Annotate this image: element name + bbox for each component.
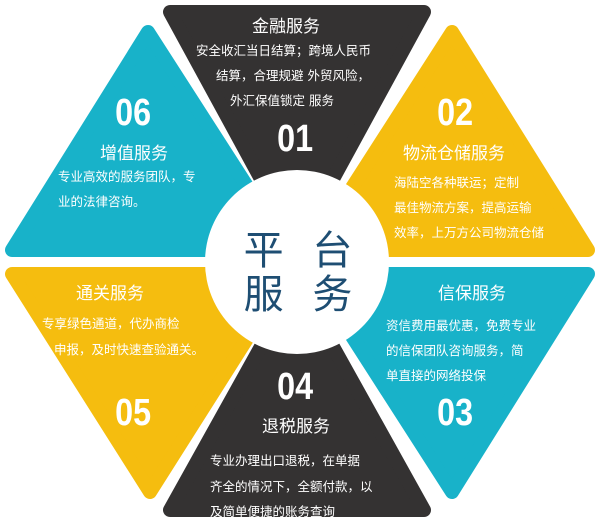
segment-05-desc-1: 专享绿色通道，代办商检 bbox=[42, 316, 180, 331]
segment-01-shape bbox=[163, 5, 431, 252]
segment-06-shape bbox=[5, 25, 295, 257]
segment-05-number: 05 bbox=[115, 392, 152, 434]
segment-02-desc-3: 效率，上万方公司物流仓储 bbox=[394, 225, 545, 240]
segment-03-title: 信保服务 bbox=[438, 284, 506, 304]
segment-02-number: 02 bbox=[437, 92, 474, 134]
segment-06-desc-1: 专业高效的服务团队，专 bbox=[58, 169, 196, 184]
segment-02-title: 物流仓储服务 bbox=[403, 144, 505, 164]
segment-01-desc-1: 安全收汇当日结算；跨境人民币 bbox=[196, 43, 372, 58]
segment-03-shape bbox=[305, 267, 595, 499]
segment-04-shape bbox=[163, 275, 431, 517]
segment-05-shape bbox=[5, 267, 295, 499]
segment-03-number: 03 bbox=[437, 392, 474, 434]
segment-01-number: 01 bbox=[277, 118, 314, 160]
segment-03-desc-3: 单直接的网络投保 bbox=[386, 368, 487, 383]
center-label-1: 平 台 bbox=[243, 228, 361, 274]
center-circle bbox=[205, 170, 389, 354]
segment-01-desc-2: 结算，合理规避 外贸风险， bbox=[216, 68, 370, 83]
segment-03-desc-2: 的信保团队咨询服务，简 bbox=[386, 343, 524, 358]
center-label-2: 服 务 bbox=[243, 272, 361, 318]
segment-04-title: 退税服务 bbox=[262, 417, 330, 437]
segment-06-desc-2: 业的法律咨询。 bbox=[58, 194, 146, 209]
segment-04-desc-1: 专业办理出口退税，在单据 bbox=[210, 453, 361, 468]
segment-01-title: 金融服务 bbox=[252, 17, 320, 37]
segment-06-title: 增值服务 bbox=[100, 144, 168, 164]
segment-05-title: 通关服务 bbox=[76, 284, 144, 304]
segment-03-desc-1: 资信费用最优惠，免费专业 bbox=[386, 318, 537, 333]
segment-02-desc-1: 海陆空各种联运；定制 bbox=[394, 175, 520, 190]
segment-04-desc-2: 齐全的情况下，全额付款，以 bbox=[210, 479, 373, 494]
segment-04-number: 04 bbox=[277, 366, 314, 408]
segment-01-desc-3: 外汇保值锁定 服务 bbox=[230, 93, 334, 108]
segment-06-number: 06 bbox=[115, 92, 152, 134]
segment-04-desc-3: 及简单便捷的账务查询 bbox=[210, 504, 336, 519]
segment-02-shape bbox=[305, 25, 595, 257]
segment-02-desc-2: 最佳物流方案，提高运输 bbox=[394, 200, 532, 215]
segment-05-desc-2: 申报，及时快速查验通关。 bbox=[54, 342, 205, 357]
